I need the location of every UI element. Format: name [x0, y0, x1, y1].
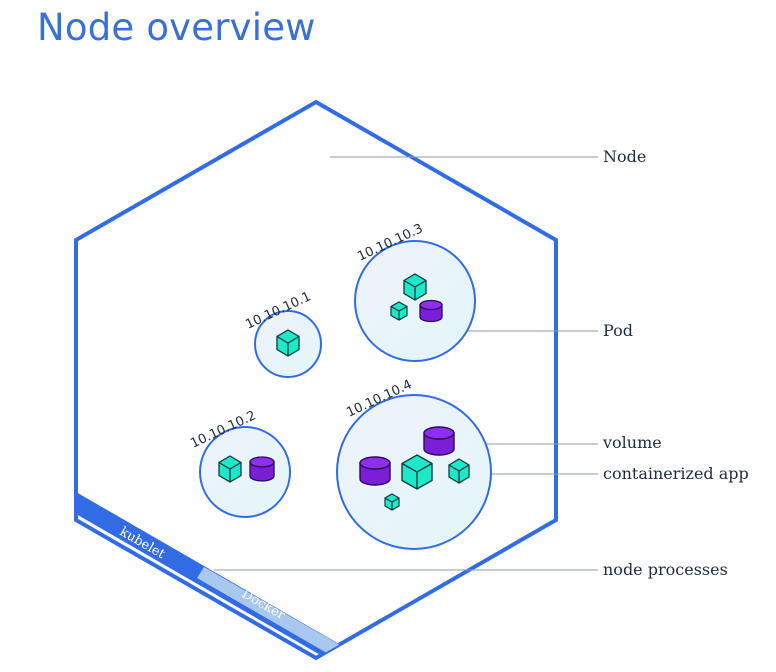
cube-icon	[384, 493, 400, 511]
page-title: Node overview	[37, 6, 316, 49]
callout-volume: volume	[602, 433, 662, 452]
cube-icon	[448, 458, 470, 484]
cube-icon	[390, 301, 408, 321]
cylinder-icon	[419, 299, 443, 323]
cylinder-icon	[423, 426, 455, 456]
callout-pod: Pod	[603, 321, 633, 340]
node-hexagon	[74, 99, 558, 661]
node-processes-bands	[76, 492, 346, 658]
pod-10-10-10-3: 10.10.10.3	[354, 221, 476, 362]
callout-node-processes: node processes	[603, 560, 728, 579]
cylinder-icon	[249, 456, 275, 482]
cylinder-icon	[359, 456, 391, 486]
cube-icon	[401, 454, 433, 490]
cube-icon	[403, 273, 427, 301]
docker-band	[197, 567, 340, 656]
pod-circle	[199, 426, 291, 518]
pod-circle	[354, 240, 476, 362]
cube-icon	[218, 455, 242, 483]
callout-containerized-app: containerized app	[603, 464, 749, 483]
cube-icon	[276, 329, 300, 357]
callout-node: Node	[603, 147, 646, 166]
